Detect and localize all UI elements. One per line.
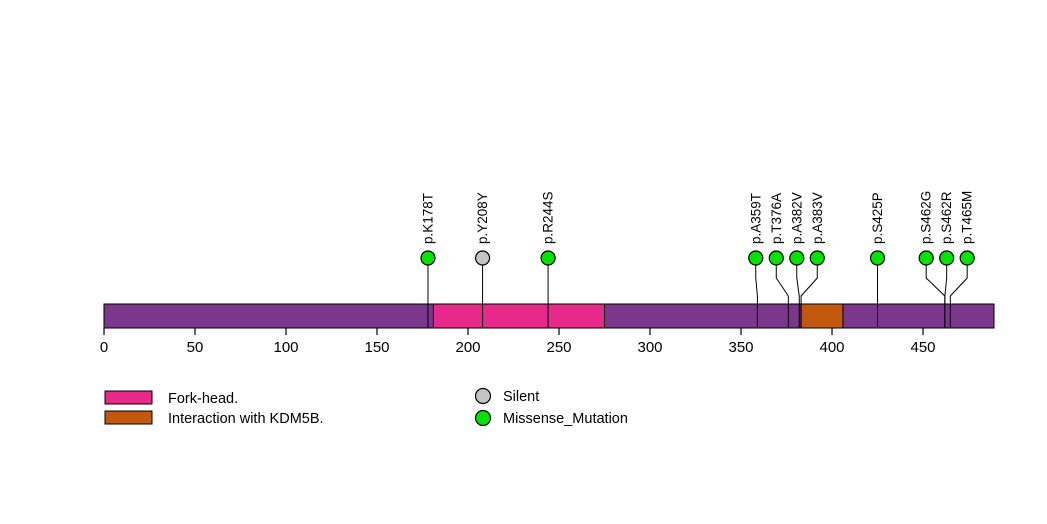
lollipop-stem [925,265,946,304]
mutation-label: p.S425P [870,192,885,244]
mutation-label: p.T465M [960,191,975,244]
mutation-label: p.Y208Y [475,192,490,244]
lollipop-circle-silent [474,250,491,266]
axis-tick-label: 350 [728,339,753,356]
lollipop-circle-missense_mutation [768,250,784,266]
lollipop-circle-missense_mutation [939,250,955,266]
axis-tick-label: 150 [364,339,389,356]
legend-mutation-circle-silent [474,387,492,405]
mutation-label: p.A359T [748,193,763,244]
mutation-label: p.A382V [789,192,804,244]
mutation-label: p.R244S [541,191,556,244]
lollipop-stem [800,265,818,304]
lollipop-circle-missense_mutation [959,250,975,266]
lollipop-circle-missense_mutation [809,250,825,266]
lollipop-stem [949,265,968,304]
axis-tick-label: 450 [911,339,936,356]
legend-domain-swatch [104,410,153,425]
axis-tick-label: 50 [187,339,204,356]
axis-tick-label: 0 [100,339,108,356]
lollipop-stem [944,265,948,304]
axis-tick-label: 400 [820,339,845,356]
lollipop-circle-missense_mutation [918,250,934,266]
legend-mutation-label: Missense_Mutation [503,411,628,427]
lollipop-circle-missense_mutation [869,250,886,266]
domain-rect-kdm5b-interaction [800,303,844,329]
lollipop-circle-missense_mutation [789,250,805,266]
legend-mutation-label: Silent [503,389,539,405]
legend-mutation-circle-missense_mutation [474,409,492,427]
mutation-label: p.S462G [919,191,934,244]
mutation-label: p.T376A [769,193,784,244]
lollipop-circle-missense_mutation [420,250,436,266]
lollipop-stem [796,265,800,304]
axis-tick-label: 300 [637,339,662,356]
mutation-label: p.A383V [810,192,825,244]
lollipop-circle-missense_mutation [748,250,764,266]
legend-domain-label: Interaction with KDM5B. [168,411,324,427]
mutation-label: p.S462R [939,191,954,244]
domain-rect-forkhead [432,303,606,329]
axis-tick-label: 100 [273,339,298,356]
lollipop-circle-missense_mutation [540,250,556,266]
axis-tick-label: 250 [546,339,571,356]
mutation-label: p.K178T [420,193,435,244]
legend-domain-swatch [104,390,153,405]
axis-tick-label: 200 [455,339,480,356]
lollipop-stem [775,265,789,304]
legend-domain-label: Fork-head. [168,391,238,407]
lollipop-stem [755,265,758,304]
